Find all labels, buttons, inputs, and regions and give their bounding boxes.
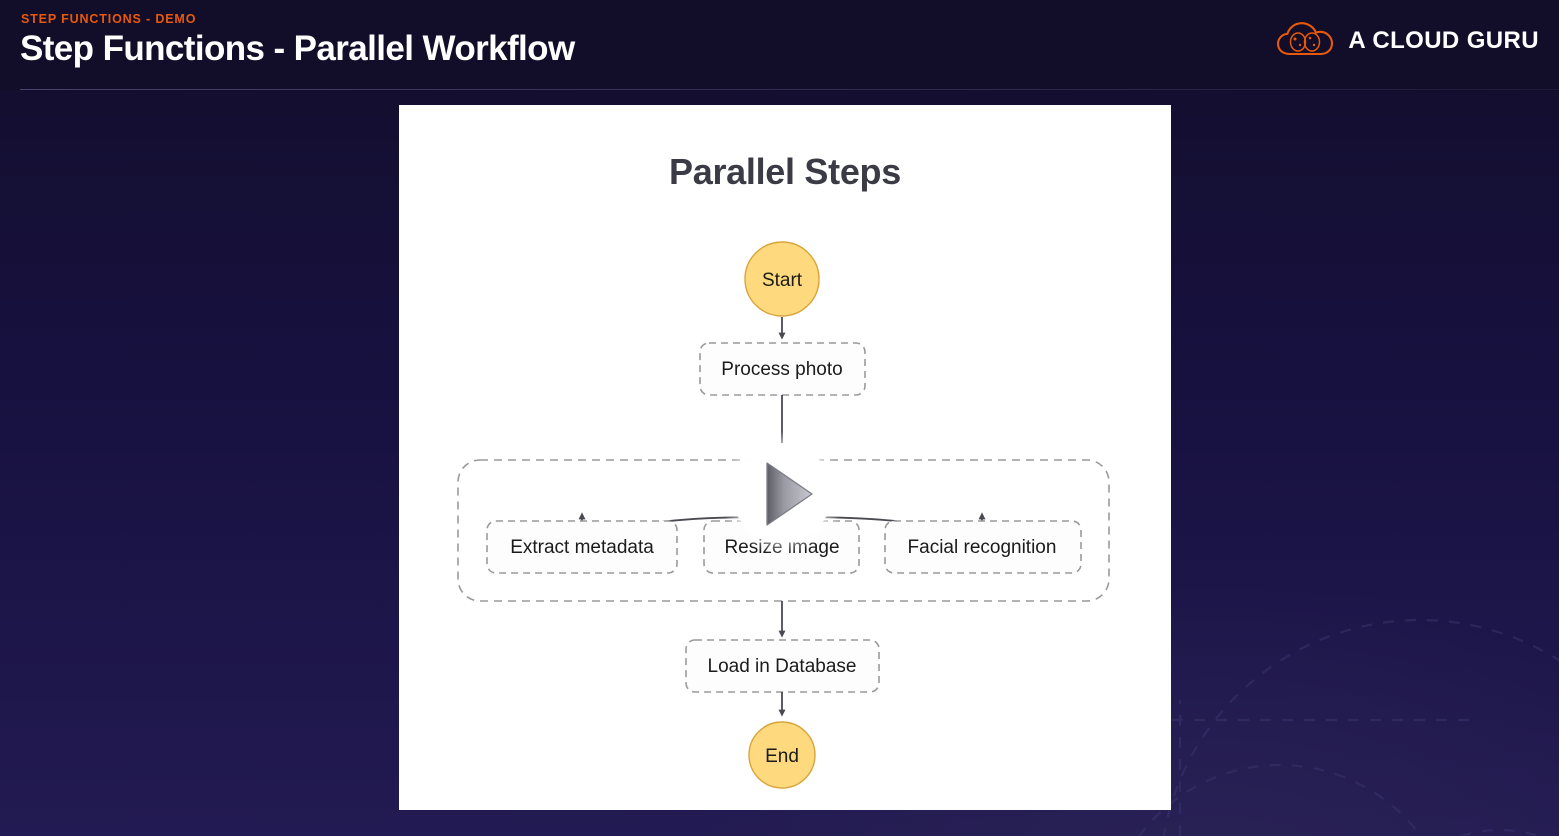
play-icon	[766, 462, 813, 526]
node-extract-metadata	[486, 520, 678, 574]
node-end	[748, 721, 816, 789]
node-start-label: Start	[762, 270, 803, 291]
node-facial-recognition-label: Facial recognition	[908, 537, 1057, 558]
node-load-in-database-label: Load in Database	[708, 656, 857, 677]
node-end-label: End	[765, 746, 799, 767]
parallel-steps-diagram: Parallel Steps Start Process photo Extra…	[457, 151, 1110, 789]
page-title: Step Functions - Parallel Workflow	[20, 29, 575, 68]
diagram-title: Parallel Steps	[669, 151, 901, 192]
cloud-icon	[1277, 22, 1334, 56]
header-divider	[20, 89, 1559, 90]
node-start	[744, 241, 820, 317]
node-facial-recognition	[884, 520, 1082, 574]
brand-name: A CLOUD GURU	[1348, 27, 1539, 54]
breadcrumb: STEP FUNCTIONS - DEMO	[21, 12, 197, 26]
page-header: STEP FUNCTIONS - DEMO Step Functions - P…	[0, 0, 1559, 91]
group-parallel-container	[457, 459, 1110, 602]
node-process-photo-label: Process photo	[721, 359, 842, 380]
play-button[interactable]	[720, 431, 844, 555]
node-extract-metadata-label: Extract metadata	[510, 537, 654, 558]
brand-logo: A CLOUD GURU	[1276, 19, 1539, 63]
video-slide-panel[interactable]: Parallel Steps Start Process photo Extra…	[399, 105, 1171, 810]
